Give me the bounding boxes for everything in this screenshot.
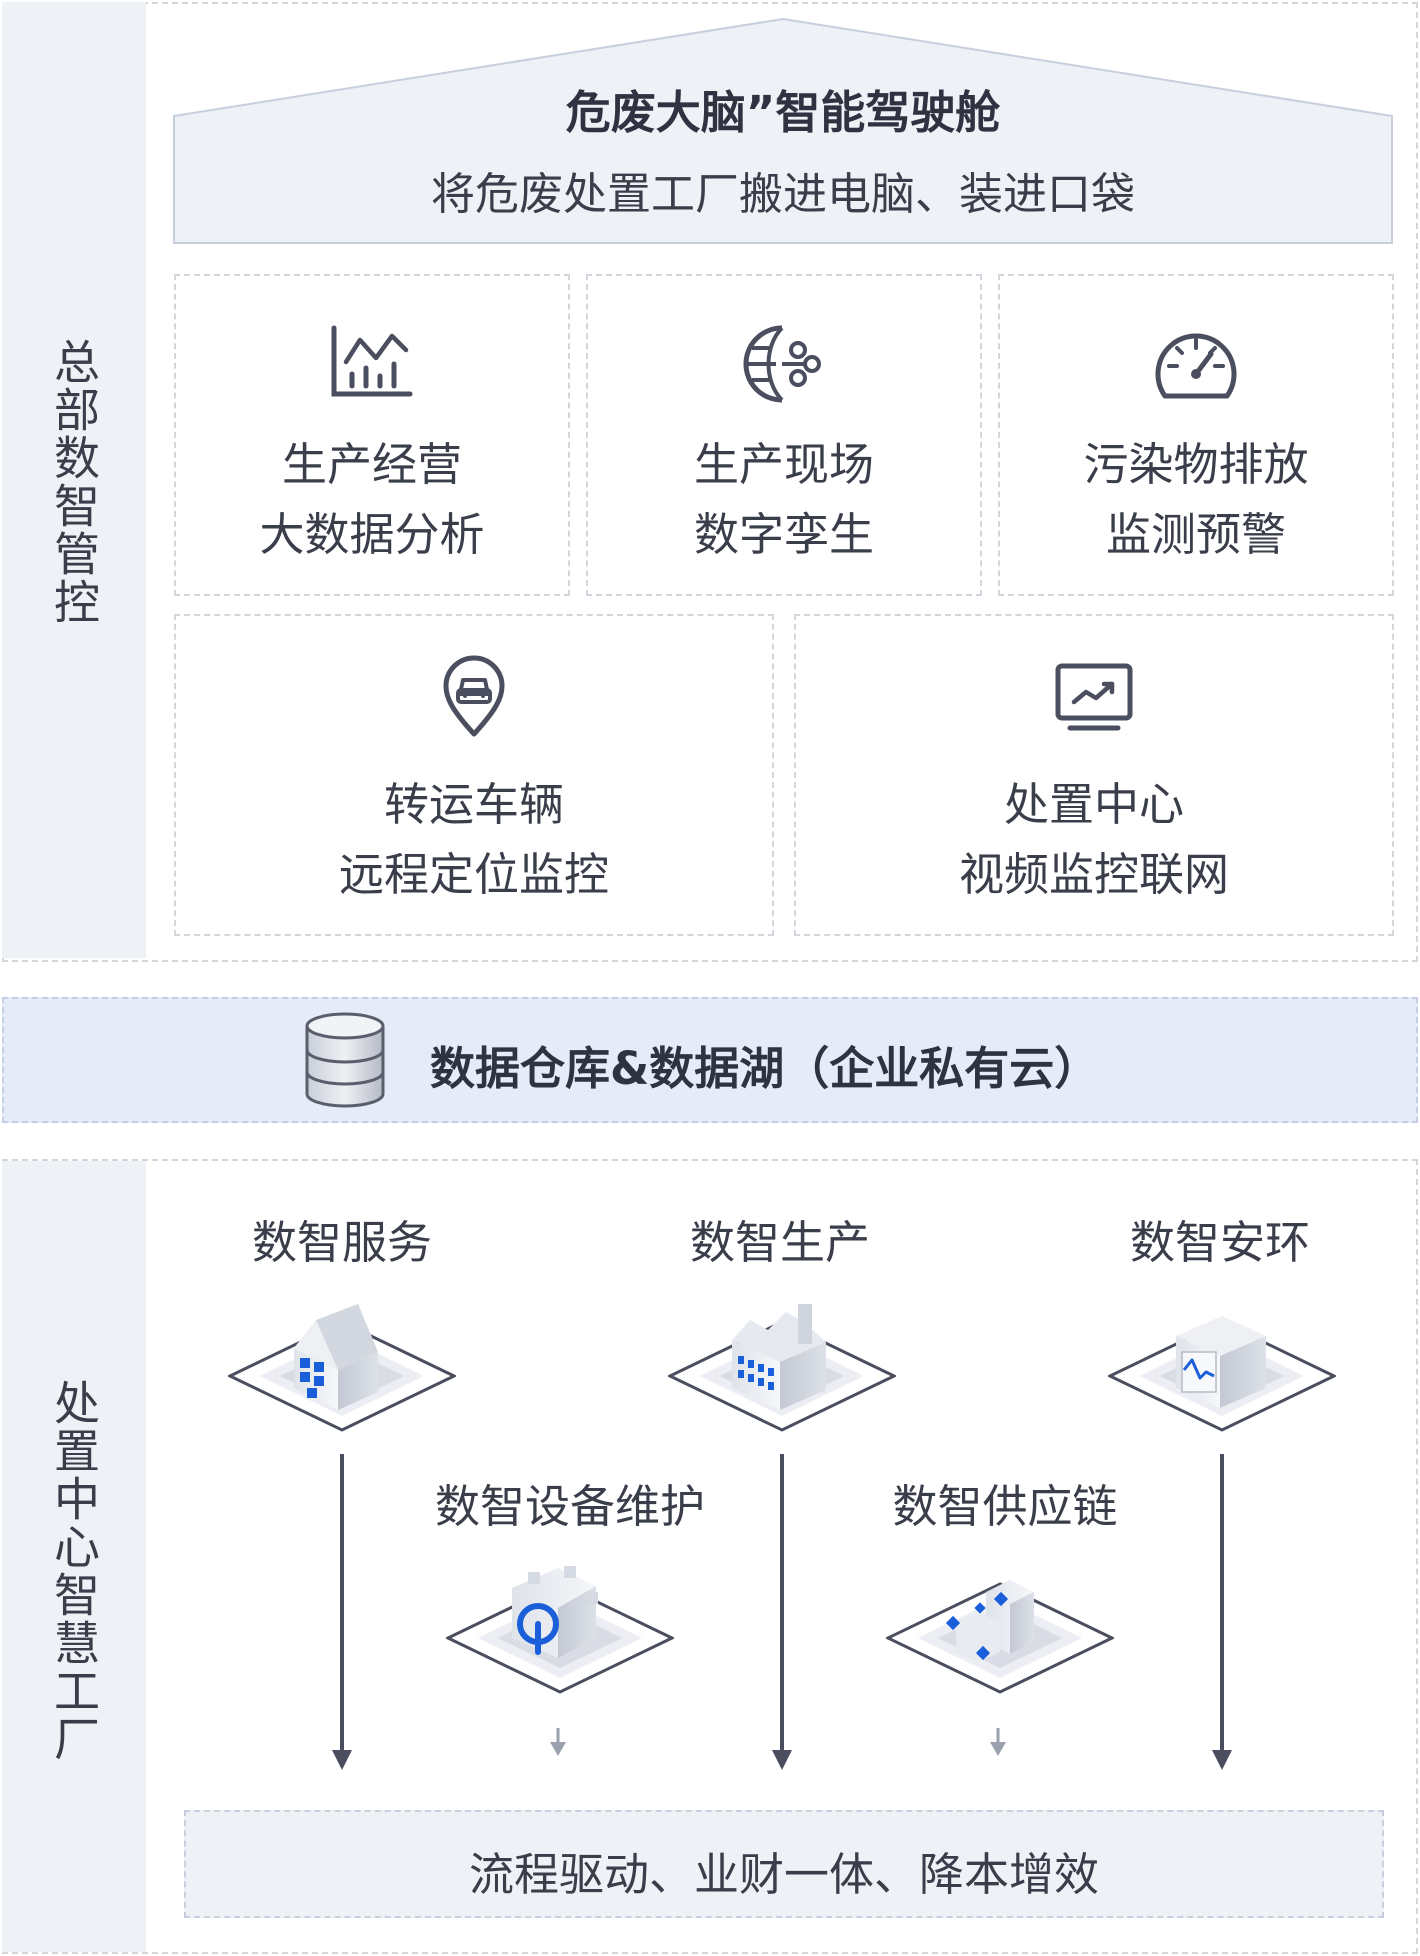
factory-side-bar: 处置中心智慧工厂 bbox=[2, 1161, 146, 1952]
gauge-icon bbox=[1155, 333, 1237, 399]
data-warehouse-label: 数据仓库&数据湖（企业私有云） bbox=[430, 1042, 1100, 1095]
card-line1: 污染物排放 bbox=[1083, 438, 1309, 491]
safety-monitor-icon bbox=[1108, 1316, 1336, 1432]
module-label-safety: 数智安环 bbox=[1129, 1216, 1310, 1269]
headquarters-side-label: 总部数智管控 bbox=[47, 338, 101, 626]
result-bar bbox=[184, 1810, 1384, 1918]
flow-arrows bbox=[332, 1454, 1232, 1770]
card-line1: 转运车辆 bbox=[383, 778, 564, 831]
card-production-analytics: 生产经营 大数据分析 bbox=[174, 274, 570, 596]
card-line2: 数字孪生 bbox=[693, 508, 874, 561]
result-label: 流程驱动、业财一体、降本增效 bbox=[468, 1848, 1099, 1901]
vehicle-location-icon bbox=[443, 655, 505, 737]
module-label-supply-chain: 数智供应链 bbox=[892, 1480, 1118, 1533]
module-label-service: 数智服务 bbox=[251, 1216, 432, 1269]
card-video-network: 处置中心 视频监控联网 bbox=[794, 614, 1394, 936]
card-line1: 生产经营 bbox=[281, 438, 462, 491]
card-line2: 远程定位监控 bbox=[338, 848, 609, 901]
card-line2: 视频监控联网 bbox=[958, 848, 1229, 901]
bar-chart-icon bbox=[331, 325, 413, 397]
roof-subtitle: 将危废处置工厂搬进电脑、装进口袋 bbox=[431, 169, 1135, 220]
gear-maintenance-icon bbox=[446, 1566, 674, 1694]
card-emission-monitoring: 污染物排放 监测预警 bbox=[998, 274, 1394, 596]
roof-title: 危废大脑”智能驾驶舱 bbox=[565, 86, 1001, 139]
card-line1: 生产现场 bbox=[693, 438, 874, 491]
factory-building-icon bbox=[668, 1304, 896, 1432]
card-digital-twin: 生产现场 数字孪生 bbox=[586, 274, 982, 596]
monitor-chart-icon bbox=[1055, 663, 1133, 731]
card-line1: 处置中心 bbox=[1003, 778, 1184, 831]
digital-twin-icon bbox=[743, 325, 821, 403]
database-icon bbox=[305, 1012, 385, 1108]
headquarters-side-bar: 总部数智管控 bbox=[2, 2, 146, 958]
card-line2: 大数据分析 bbox=[259, 508, 485, 561]
factory-side-label: 处置中心智慧工厂 bbox=[47, 1379, 101, 1763]
supply-chain-icon bbox=[886, 1580, 1114, 1694]
data-warehouse-band bbox=[2, 997, 1418, 1123]
card-vehicle-tracking: 转运车辆 远程定位监控 bbox=[174, 614, 774, 936]
module-label-production: 数智生产 bbox=[689, 1216, 870, 1269]
module-label-maintenance: 数智设备维护 bbox=[434, 1480, 705, 1533]
card-line2: 监测预警 bbox=[1105, 508, 1286, 561]
service-building-icon bbox=[228, 1304, 456, 1432]
roof-banner bbox=[173, 17, 1393, 244]
